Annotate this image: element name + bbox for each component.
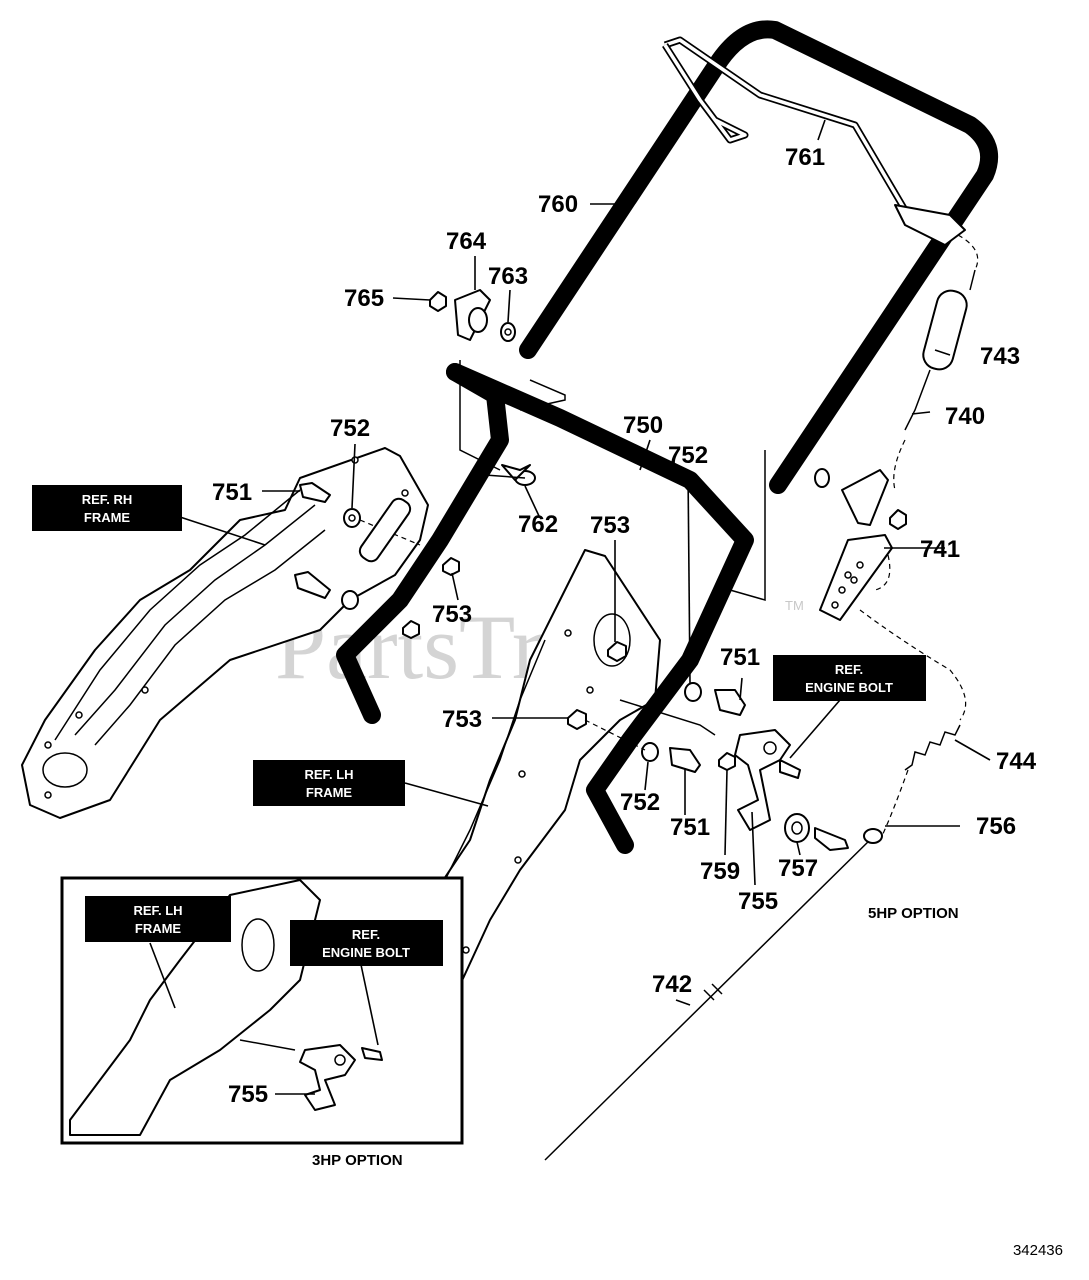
callout-757: 757: [778, 855, 818, 882]
svg-text:REF.: REF.: [835, 662, 863, 677]
ref-rh-frame-label: REF. RH FRAME: [32, 485, 182, 531]
callout-756: 756: [976, 813, 1016, 840]
callout-763: 763: [488, 263, 528, 290]
callout-755: 755: [228, 1081, 268, 1108]
callout-760: 760: [538, 191, 578, 218]
callout-743: 743: [980, 343, 1020, 370]
hardware-rh: [294, 482, 460, 639]
option-3hp-label: 3HP OPTION: [312, 1152, 403, 1169]
svg-text:ENGINE BOLT: ENGINE BOLT: [805, 680, 893, 695]
svg-text:FRAME: FRAME: [84, 510, 131, 525]
upper-handle-760: [519, 20, 998, 494]
callout-740: 740: [945, 403, 985, 430]
callout-752: 752: [330, 415, 370, 442]
inset-3hp: [60, 876, 464, 1145]
svg-text:FRAME: FRAME: [306, 785, 353, 800]
callout-753: 753: [432, 601, 472, 628]
callout-761: 761: [785, 144, 825, 171]
callout-752: 752: [668, 442, 708, 469]
callout-762: 762: [518, 511, 558, 538]
callout-751: 751: [670, 814, 710, 841]
svg-text:REF. LH: REF. LH: [304, 767, 353, 782]
hardware-lh: [567, 641, 746, 773]
knob-assembly-left: [392, 289, 516, 342]
callout-751: 751: [212, 479, 252, 506]
svg-text:REF. LH: REF. LH: [133, 903, 182, 918]
svg-text:FRAME: FRAME: [135, 921, 182, 936]
rh-frame: [21, 447, 429, 819]
trademark: TM: [785, 598, 804, 613]
callout-764: 764: [446, 228, 487, 255]
control-bail-761: [662, 36, 966, 246]
callout-765: 765: [344, 285, 384, 312]
svg-text:REF. RH: REF. RH: [82, 492, 133, 507]
callout-755: 755: [738, 888, 778, 915]
ref-engine-bolt-label: REF. ENGINE BOLT: [773, 655, 926, 701]
callout-numbers: 760 761 764 763 765 743 740 750 752 752 …: [212, 144, 1037, 1108]
option-5hp-label: 5HP OPTION: [868, 905, 959, 922]
callout-751: 751: [720, 644, 760, 671]
leader-lines: [149, 119, 991, 1095]
diagram-ref-code: 342436: [1013, 1242, 1063, 1259]
callout-752: 752: [620, 789, 660, 816]
ref-lh-frame-label: REF. LH FRAME: [253, 760, 405, 806]
svg-text:REF.: REF.: [352, 927, 380, 942]
callout-741: 741: [920, 536, 960, 563]
callout-759: 759: [700, 858, 740, 885]
callout-742: 742: [652, 971, 692, 998]
cable-742: [544, 828, 883, 1161]
inset-ref-lh-frame-label: REF. LH FRAME: [85, 896, 231, 942]
lower-handle-750: [336, 363, 754, 854]
callout-753: 753: [442, 706, 482, 733]
knob-assembly-right: [814, 468, 907, 530]
callout-744: 744: [996, 748, 1037, 775]
guide-lines: [459, 360, 501, 471]
carriage-bolt-762: [484, 464, 536, 486]
cable-adjuster-741: [819, 534, 967, 721]
callout-750: 750: [623, 412, 663, 439]
spring-744: [879, 724, 961, 841]
svg-text:ENGINE BOLT: ENGINE BOLT: [322, 945, 410, 960]
inset-ref-engine-bolt-label: REF. ENGINE BOLT: [290, 920, 443, 966]
cable-bracket-755: [718, 729, 849, 851]
cable-740: [893, 234, 979, 491]
callout-753: 753: [590, 512, 630, 539]
